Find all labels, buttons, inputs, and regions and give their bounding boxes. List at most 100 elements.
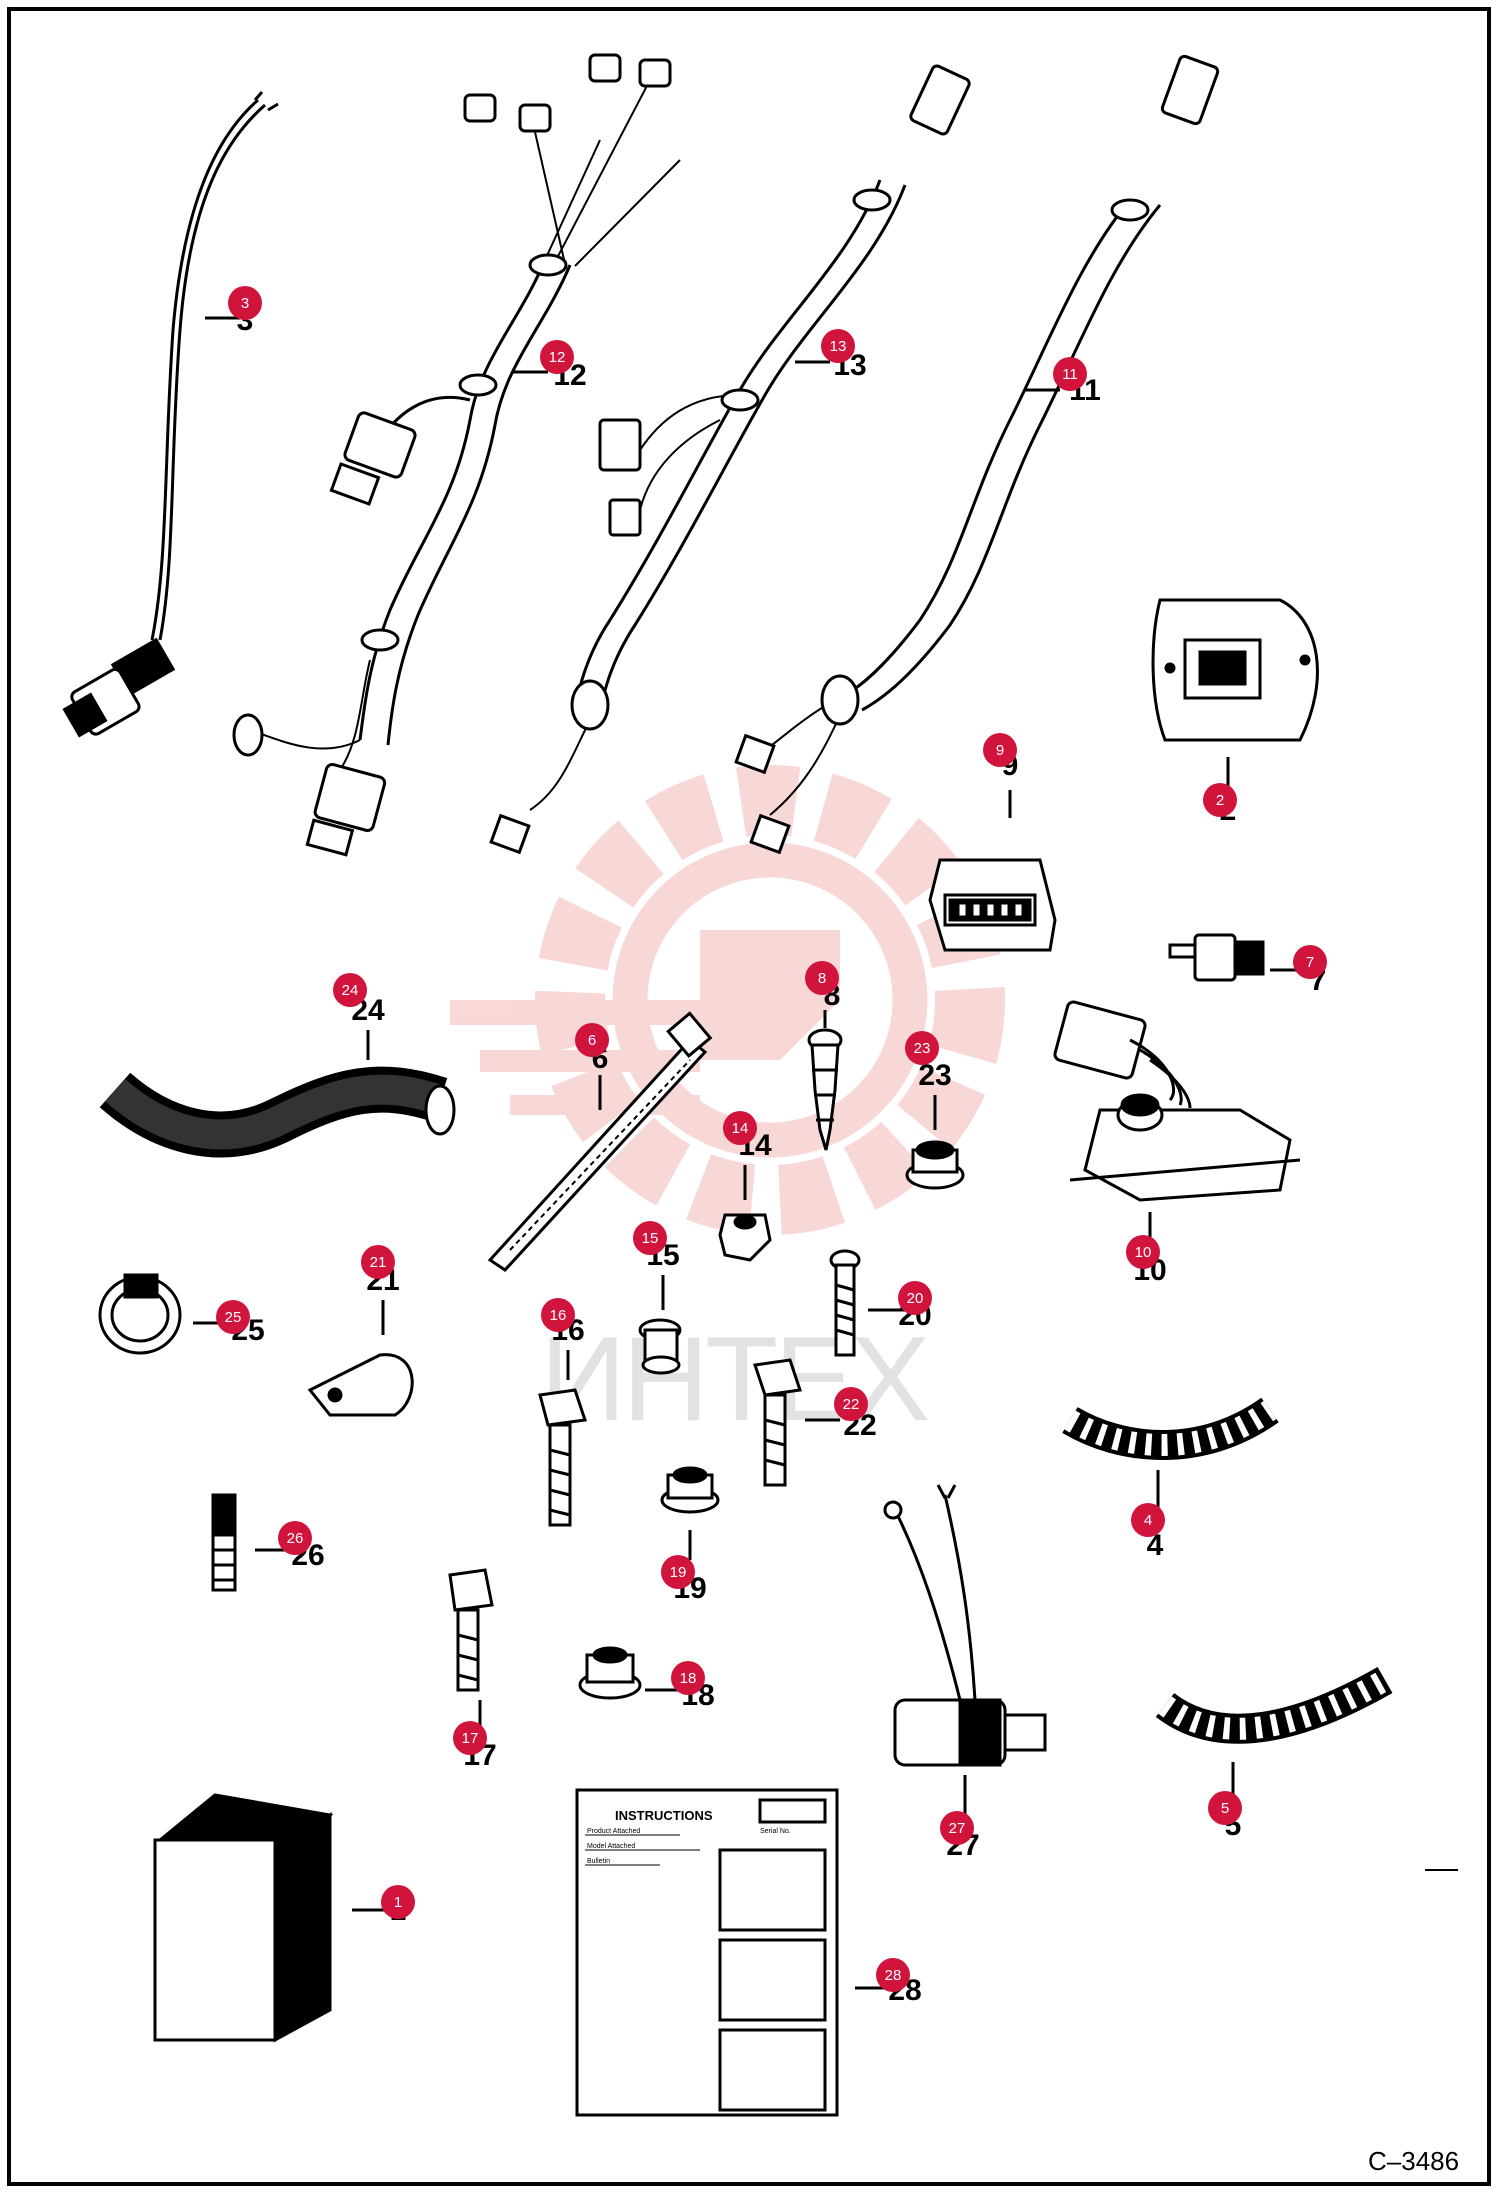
- fitting-26: [211, 1493, 237, 1592]
- part-badge-circle-13[interactable]: [821, 329, 855, 363]
- part-badge-16[interactable]: 16: [541, 1298, 575, 1332]
- part-badge-label-8: 8: [818, 970, 826, 987]
- watermark-gear-logo: [450, 765, 1005, 1235]
- part-badge-8[interactable]: 8: [805, 961, 839, 995]
- part-badge-circle-18[interactable]: [671, 1661, 705, 1695]
- nut-14: [718, 1213, 772, 1262]
- part-badge-circle-11[interactable]: [1053, 357, 1087, 391]
- hose-clamp-25: [98, 1273, 182, 1355]
- flange-nut-23: [905, 1140, 965, 1190]
- part-badge-23[interactable]: 23: [905, 1031, 939, 1065]
- bolt-17: [448, 1568, 494, 1692]
- instructions-line-3: Model Attached: [587, 1843, 635, 1850]
- part-badge-circle-25[interactable]: [216, 1300, 250, 1334]
- part-badge-circle-19[interactable]: [661, 1555, 695, 1589]
- part-badge-28[interactable]: 28: [876, 1958, 910, 1992]
- part-badge-circle-12[interactable]: [540, 340, 574, 374]
- harness-11: [764, 198, 1162, 816]
- instructions-line-4: Bulletin: [587, 1858, 610, 1865]
- watermark-text: ИНТЕХ: [540, 1312, 928, 1446]
- part-badge-circle-26[interactable]: [278, 1521, 312, 1555]
- part-badge-circle-6[interactable]: [575, 1023, 609, 1057]
- hour-meter-9: [928, 858, 1057, 952]
- part-badge-circle-28[interactable]: [876, 1958, 910, 1992]
- leader-lines: [193, 316, 1300, 1990]
- part-badge-circle-8[interactable]: [805, 961, 839, 995]
- part-badge-label-27: 27: [949, 1820, 966, 1837]
- part-badge-circle-16[interactable]: [541, 1298, 575, 1332]
- part-badge-label-15: 15: [642, 1230, 659, 1247]
- pressure-switch-27: [883, 1484, 1047, 1767]
- part-badge-24[interactable]: 24: [333, 973, 367, 1007]
- conduit-5: [1155, 1666, 1393, 1744]
- part-badge-6[interactable]: 6: [575, 1023, 609, 1057]
- harness-12-connectors: [232, 53, 672, 857]
- part-badge-circle-2[interactable]: [1203, 783, 1237, 817]
- harness-13-connectors: [489, 64, 971, 855]
- part-badge-10[interactable]: 10: [1126, 1235, 1160, 1269]
- bolt-22: [753, 1358, 802, 1487]
- part-badge-label-13: 13: [830, 338, 847, 355]
- part-badge-circle-3[interactable]: [228, 286, 262, 320]
- part-badge-circle-21[interactable]: [361, 1245, 395, 1279]
- grommet-15: [638, 1318, 682, 1375]
- part-badge-11[interactable]: 11: [1053, 357, 1087, 391]
- part-badge-19[interactable]: 19: [661, 1555, 695, 1589]
- part-badge-15[interactable]: 15: [633, 1221, 667, 1255]
- part-badge-26[interactable]: 26: [278, 1521, 312, 1555]
- part-badge-circle-27[interactable]: [940, 1811, 974, 1845]
- part-badge-circle-10[interactable]: [1126, 1235, 1160, 1269]
- part-badge-9[interactable]: 9: [983, 733, 1017, 767]
- part-badge-circle-23[interactable]: [905, 1031, 939, 1065]
- part-badge-17[interactable]: 17: [453, 1721, 487, 1755]
- part-badge-circle-20[interactable]: [898, 1281, 932, 1315]
- part-badge-label-2: 2: [1216, 792, 1224, 809]
- part-badge-1[interactable]: 1: [381, 1885, 415, 1919]
- control-module-10: [1053, 1000, 1301, 1202]
- part-badge-circle-1[interactable]: [381, 1885, 415, 1919]
- part-badge-21[interactable]: 21: [361, 1245, 395, 1279]
- part-badge-circle-5[interactable]: [1208, 1791, 1242, 1825]
- part-badge-label-26: 26: [287, 1530, 304, 1547]
- hose-24: [99, 1066, 456, 1158]
- harness-11-connectors: [734, 54, 1220, 855]
- part-badge-label-4: 4: [1144, 1512, 1152, 1529]
- part-badge-circle-7[interactable]: [1293, 945, 1327, 979]
- diagram-frame: [7, 7, 1491, 2186]
- part-badge-25[interactable]: 25: [216, 1300, 250, 1334]
- part-badge-14[interactable]: 14: [723, 1111, 757, 1145]
- harness-13: [529, 179, 907, 811]
- part-badge-label-3: 3: [241, 295, 249, 312]
- part-badge-2[interactable]: 2: [1203, 783, 1237, 817]
- part-badge-13[interactable]: 13: [821, 329, 855, 363]
- part-badge-label-9: 9: [996, 742, 1004, 759]
- part-badge-circle-4[interactable]: [1131, 1503, 1165, 1537]
- instructions-line-2: Serial No.: [760, 1828, 791, 1835]
- part-badge-circle-14[interactable]: [723, 1111, 757, 1145]
- bolt-16: [538, 1388, 587, 1527]
- part-badge-label-22: 22: [843, 1396, 860, 1413]
- part-badge-label-16: 16: [550, 1307, 567, 1324]
- cable-tie-6: [487, 1011, 713, 1272]
- reference-code: C–3486: [1368, 2146, 1459, 2176]
- part-badge-5[interactable]: 5: [1208, 1791, 1242, 1825]
- part-badge-label-18: 18: [680, 1670, 697, 1687]
- part-badge-circle-9[interactable]: [983, 733, 1017, 767]
- part-badge-7[interactable]: 7: [1293, 945, 1327, 979]
- part-badge-12[interactable]: 12: [540, 340, 574, 374]
- part-badge-20[interactable]: 20: [898, 1281, 932, 1315]
- part-badge-label-17: 17: [462, 1730, 479, 1747]
- part-badge-22[interactable]: 22: [834, 1387, 868, 1421]
- instructions-title: INSTRUCTIONS: [615, 1808, 713, 1823]
- part-badge-circle-15[interactable]: [633, 1221, 667, 1255]
- part-badge-3[interactable]: 3: [228, 286, 262, 320]
- bracket-2: [1151, 598, 1319, 742]
- part-badge-label-10: 10: [1135, 1244, 1152, 1261]
- part-badge-27[interactable]: 27: [940, 1811, 974, 1845]
- part-badge-circle-24[interactable]: [333, 973, 367, 1007]
- part-badge-4[interactable]: 4: [1131, 1503, 1165, 1537]
- part-badge-circle-22[interactable]: [834, 1387, 868, 1421]
- push-rivet-8: [807, 1028, 843, 1151]
- part-badge-18[interactable]: 18: [671, 1661, 705, 1695]
- part-badge-circle-17[interactable]: [453, 1721, 487, 1755]
